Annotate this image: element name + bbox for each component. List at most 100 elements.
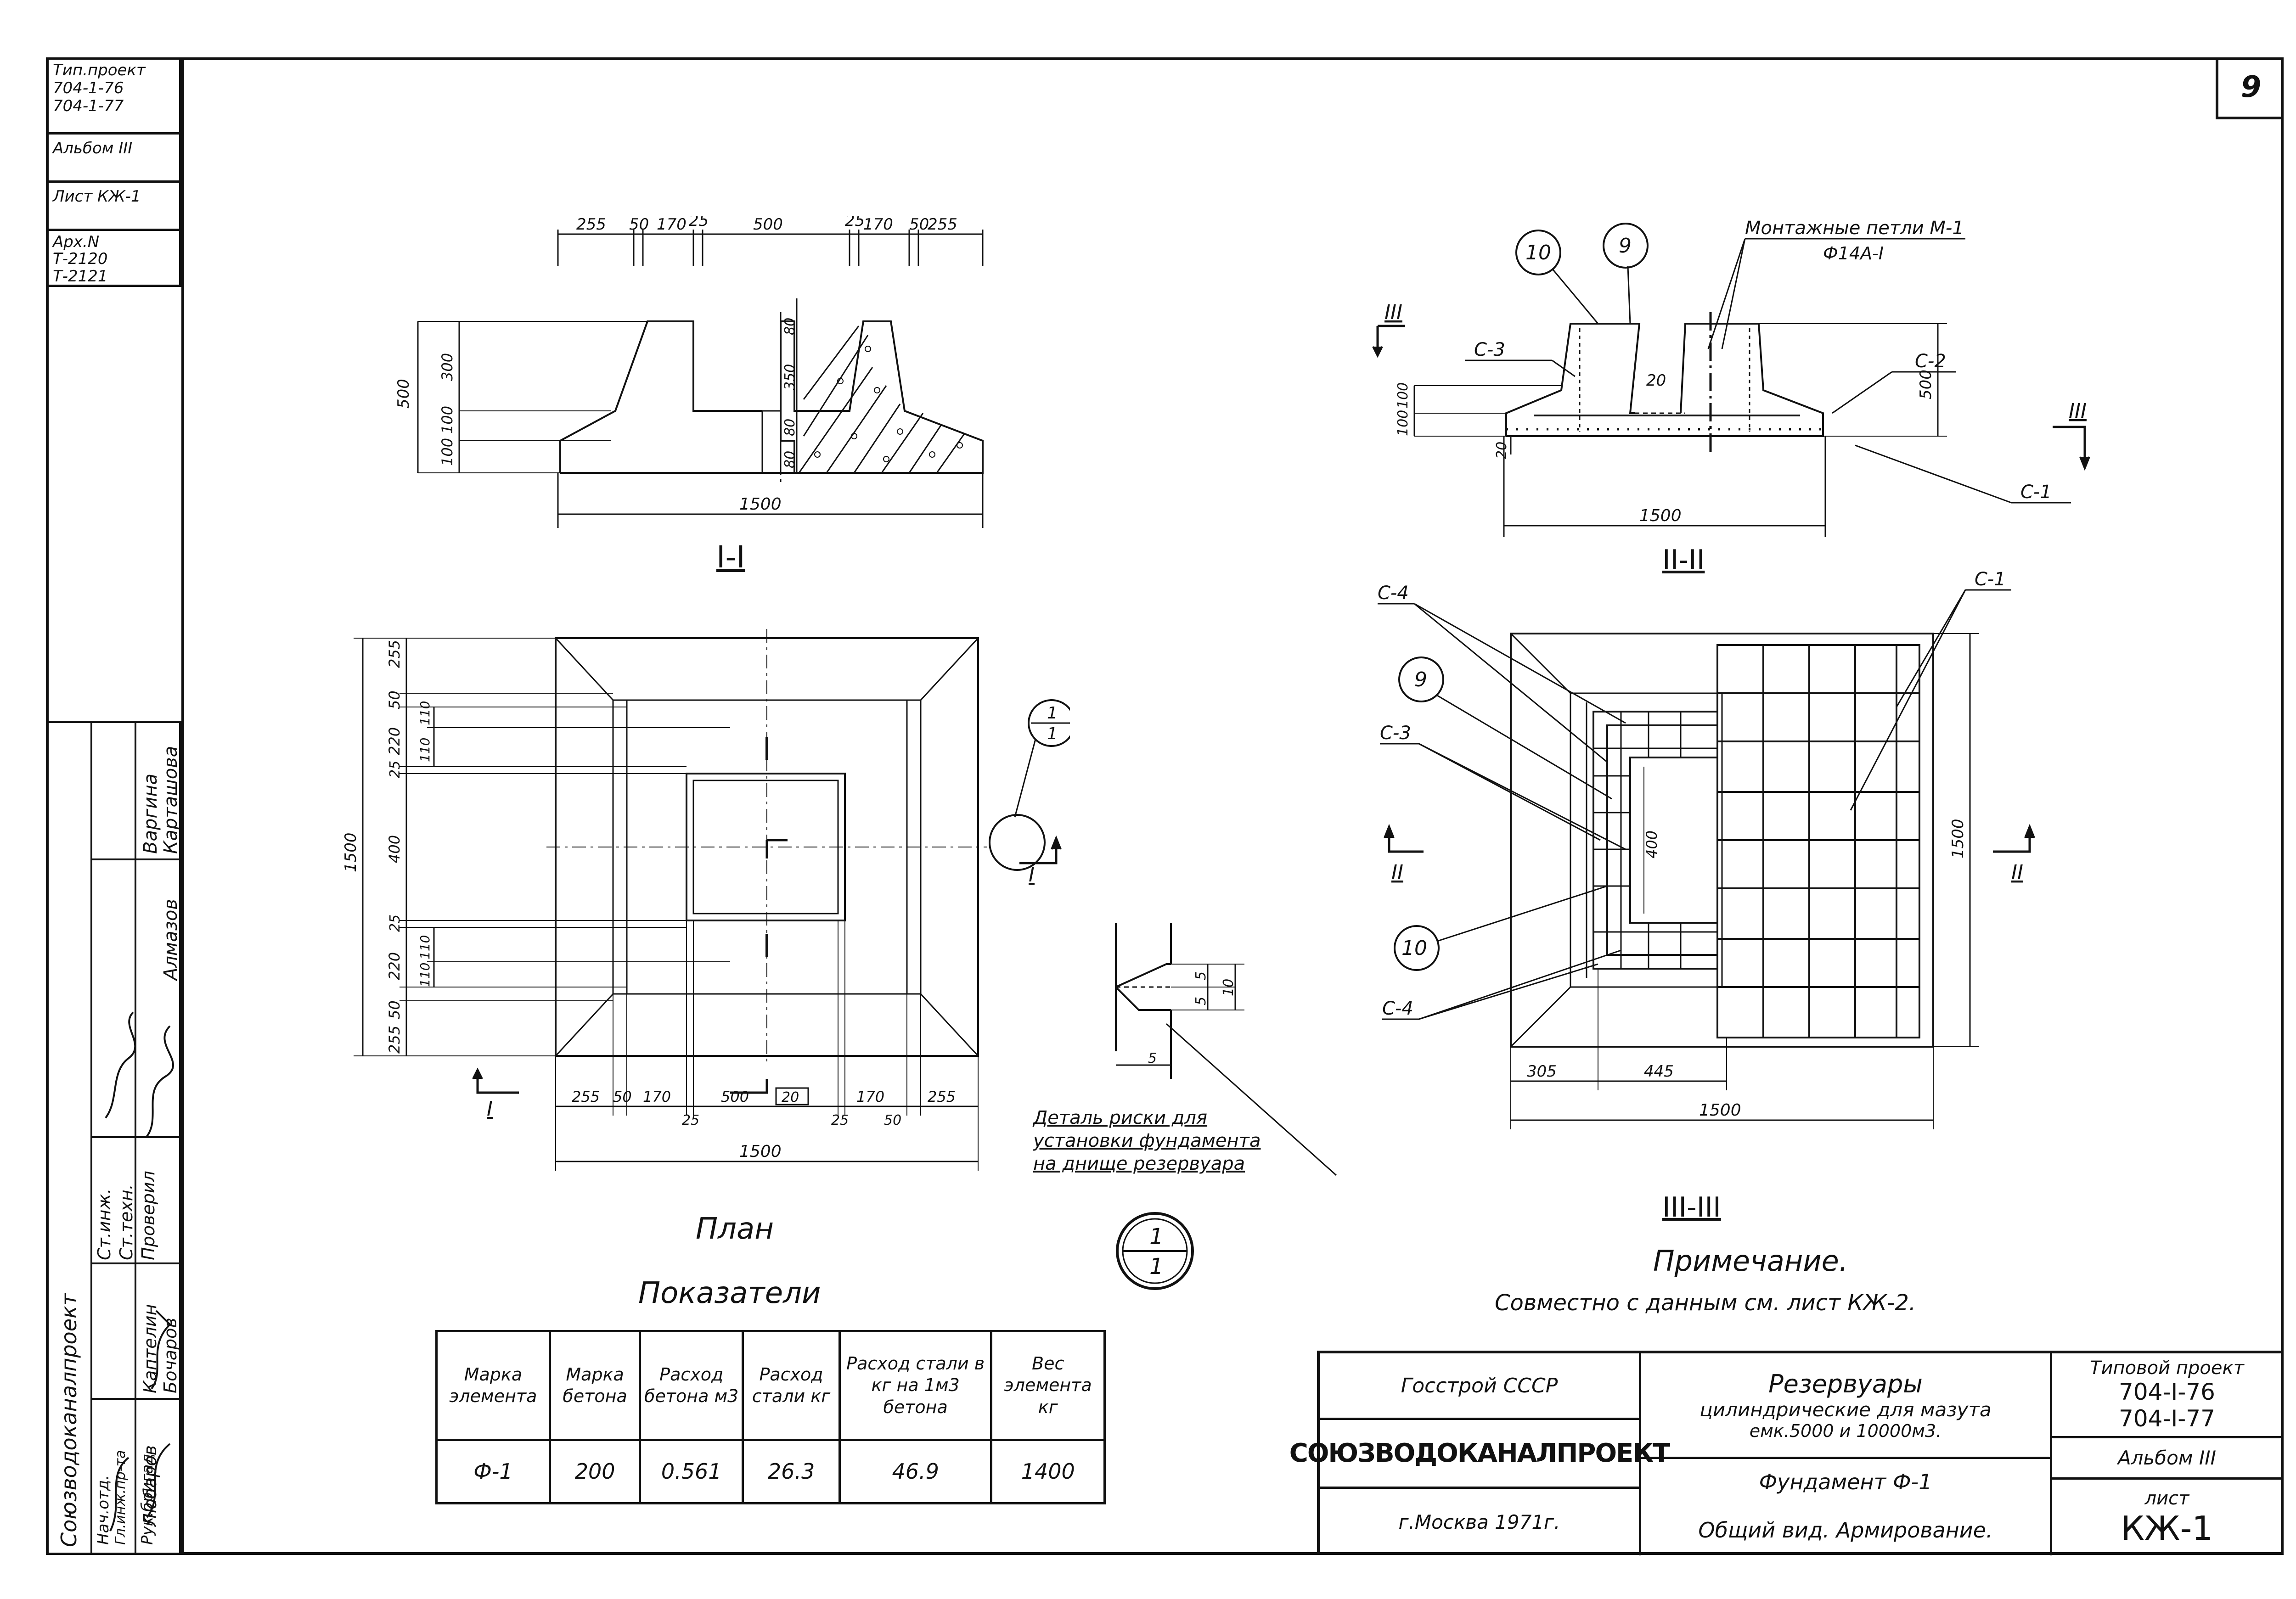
indicators-header: Расход стали кг bbox=[742, 1330, 841, 1441]
s3-callout-9-label: 9 bbox=[1414, 668, 1427, 691]
tb-title-sub2: емк.5000 и 10000м3. bbox=[1749, 1420, 1942, 1441]
plan-drawing: 255 50 220 25 400 25 220 50 255 1500 110… bbox=[342, 629, 1070, 1171]
strip-org: Союзводоканалпроект bbox=[56, 1293, 81, 1547]
s3-label-c4-bottom: С-4 bbox=[1382, 998, 1413, 1019]
stamp-sheet: Лист КЖ-1 bbox=[48, 183, 179, 231]
detail-caption-line: установки фундамента bbox=[1033, 1130, 1261, 1151]
section-1-drawing: 255 50 170 25 500 25 170 50 255 500 100 … bbox=[394, 216, 984, 528]
plan-total-left: 1500 bbox=[342, 832, 360, 872]
plan-callout-bottom: 1 bbox=[1047, 724, 1058, 743]
s1-top-dim: 500 bbox=[753, 216, 783, 234]
s2-label-20: 20 bbox=[1646, 371, 1666, 390]
stamp: Тип.проект 704-1-76 704-1-77 Альбом III … bbox=[46, 57, 181, 287]
s2-callout-10-label: 10 bbox=[1525, 241, 1551, 264]
section-2-title: II-II bbox=[1662, 544, 1705, 576]
signature-scribbles bbox=[105, 1011, 174, 1532]
strip-name: Карташова bbox=[160, 746, 181, 854]
s1-left-dim: 100 bbox=[439, 438, 456, 466]
stamp-archive-label: Арх.N bbox=[53, 233, 100, 251]
strip-divider bbox=[135, 723, 136, 1555]
stamp-archive: Арх.N Т-2120 Т-2121 bbox=[48, 231, 179, 288]
plan-left-dim: 50 bbox=[386, 1000, 403, 1019]
center-callout-top: 1 bbox=[1149, 1224, 1164, 1250]
title-block: Госстрой СССР СОЮЗВОДОКАНАЛПРОЕКТ г.Моск… bbox=[1289, 1351, 2284, 1555]
detail-dim: 5 bbox=[1148, 1050, 1157, 1066]
s3-right-dim: 1500 bbox=[1949, 819, 1967, 858]
s1-top-dim: 255 bbox=[576, 216, 606, 234]
tb-sheet-code: КЖ-1 bbox=[2121, 1509, 2213, 1548]
section-3-title: III-III bbox=[1662, 1191, 1721, 1223]
s1-right-dim: 80 bbox=[782, 318, 798, 335]
s3-callout-10-label: 10 bbox=[1401, 937, 1427, 960]
plan-bottom-dim: 255 bbox=[572, 1088, 600, 1105]
s1-bottom-dim: 1500 bbox=[739, 495, 782, 514]
plan-inner-dim: 110 bbox=[417, 701, 433, 725]
s2-left-dim: 100 bbox=[1395, 410, 1411, 436]
indicators-title: Показатели bbox=[638, 1276, 821, 1310]
tb-org-city: г.Москва 1971г. bbox=[1320, 1487, 1641, 1555]
plan-left-dim: 25 bbox=[387, 915, 403, 932]
strip-name: Варгина bbox=[140, 773, 161, 854]
s3-cut-mark-left: II bbox=[1391, 861, 1403, 884]
s2-left-dim: 100 bbox=[1395, 382, 1411, 409]
s2-callout-9 bbox=[1603, 223, 1649, 269]
indicators-header: Вес элемента кг bbox=[990, 1330, 1106, 1441]
plan-left-dim: 400 bbox=[386, 835, 403, 863]
s3-label-c4-top: С-4 bbox=[1378, 583, 1409, 604]
indicators-table: Марка элемента Марка бетона Расход бетон… bbox=[435, 1330, 1106, 1504]
signature-strip: Союзводоканалпроект Нач.отд. Гл.инж.пр-т… bbox=[46, 721, 181, 1555]
indicators-header: Марка бетона bbox=[548, 1330, 642, 1441]
indicators-cell: 200 bbox=[548, 1439, 642, 1504]
s1-top-dim: 170 bbox=[863, 216, 893, 234]
tb-type-code: 704-I-77 bbox=[2119, 1405, 2215, 1432]
tb-album: Альбом III bbox=[2052, 1436, 2282, 1477]
plan-bottom-sub: 50 bbox=[884, 1112, 901, 1128]
tb-title-sub: цилиндрические для мазута bbox=[1699, 1398, 1992, 1421]
stamp-project-code: 704-1-76 bbox=[53, 79, 124, 98]
tb-org-name: СОЮЗВОДОКАНАЛПРОЕКТ bbox=[1289, 1418, 1670, 1487]
plan-left-dim: 220 bbox=[386, 727, 403, 755]
plan-bottom-dim: 500 bbox=[721, 1088, 749, 1105]
detail-drawing: 5 5 10 5 bbox=[1115, 923, 1337, 1176]
plan-inner-dim: 110 bbox=[417, 935, 433, 959]
s3-label-c3: С-3 bbox=[1380, 723, 1411, 744]
stamp-project-label: Тип.проект bbox=[53, 61, 146, 79]
tb-sheet: лист КЖ-1 bbox=[2052, 1477, 2282, 1555]
sheet-number-box: 9 bbox=[2216, 57, 2284, 119]
s2-label-c3: С-3 bbox=[1474, 339, 1505, 360]
indicators-cell: 0.561 bbox=[639, 1439, 744, 1504]
plan-bottom-sub: 25 bbox=[682, 1112, 699, 1128]
plan-bottom-sub: 25 bbox=[831, 1112, 849, 1128]
s1-top-dim: 50 bbox=[629, 216, 649, 234]
s1-right-dim: 350 bbox=[782, 364, 798, 390]
detail-caption-line: Деталь риски для bbox=[1033, 1107, 1208, 1128]
strip-divider bbox=[90, 1262, 181, 1264]
s2-right-dim: 500 bbox=[1917, 370, 1935, 399]
indicators-header: Расход бетона м3 bbox=[639, 1330, 744, 1441]
sheet-number: 9 bbox=[2240, 70, 2262, 104]
indicators-header: Расход стали в кг на 1м3 бетона bbox=[838, 1330, 993, 1441]
sheet-frame bbox=[181, 57, 2284, 1555]
note-title: Примечание. bbox=[1653, 1244, 1848, 1278]
s3-inner-dim: 400 bbox=[1643, 830, 1660, 858]
plan-bottom-dim: 255 bbox=[928, 1088, 956, 1105]
indicators-cell: 26.3 bbox=[742, 1439, 841, 1504]
indicators-cell: 46.9 bbox=[838, 1439, 993, 1504]
tb-title: Резервуары цилиндрические для мазута емк… bbox=[1641, 1353, 2052, 1457]
tb-title-main: Резервуары bbox=[1768, 1369, 1923, 1398]
note-text: Совместно с данным см. лист КЖ-2. bbox=[1495, 1290, 1916, 1316]
s3-bottom-dim: 445 bbox=[1644, 1062, 1674, 1081]
s1-left-dim: 300 bbox=[439, 353, 456, 381]
s2-bottom-dim: 1500 bbox=[1639, 506, 1682, 525]
indicators-header: Марка элемента bbox=[435, 1330, 551, 1441]
s3-bottom-dim: 305 bbox=[1527, 1062, 1557, 1081]
s1-right-dim: 80 bbox=[782, 451, 798, 468]
stamp-project-code: 704-1-77 bbox=[53, 97, 124, 116]
detail-dim: 5 bbox=[1193, 997, 1209, 1005]
s2-loops-sub: Ф14А-I bbox=[1823, 243, 1884, 264]
s1-top-dim: 170 bbox=[657, 216, 687, 234]
s2-cut-mark: III bbox=[1384, 301, 1402, 324]
s2-callout-9-label: 9 bbox=[1619, 234, 1632, 258]
plan-cut-mark-bottom: I bbox=[487, 1097, 493, 1121]
stamp-archive-code: Т-2120 bbox=[53, 250, 108, 269]
